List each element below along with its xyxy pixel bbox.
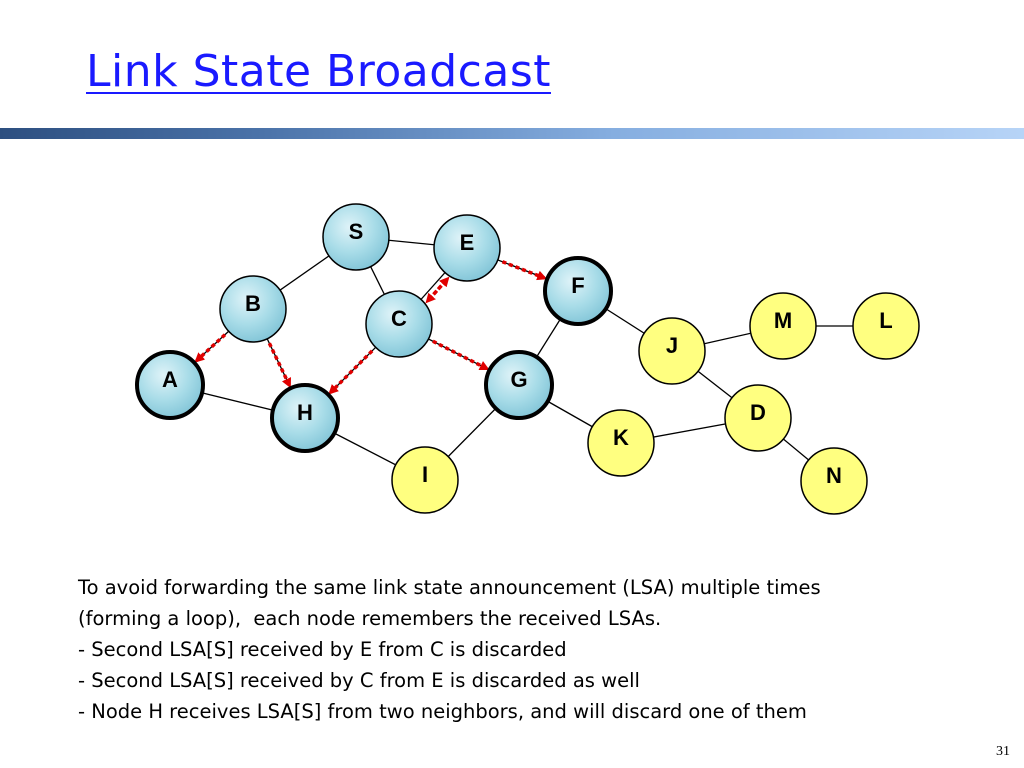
- lsa-arrow-C-to-G: [432, 339, 490, 371]
- node-H: H: [270, 383, 340, 453]
- node-J-label: J: [666, 333, 678, 358]
- node-K-circle: [587, 409, 655, 477]
- explanation-line-2: (forming a loop), each node remembers th…: [78, 607, 662, 630]
- node-D-circle: [724, 384, 792, 452]
- title-divider-bar: [0, 128, 1024, 139]
- explanation-text: To avoid forwarding the same link state …: [78, 572, 1008, 727]
- node-S-label: S: [349, 219, 364, 244]
- node-B-label: B: [245, 291, 261, 316]
- lsa-arrow-B-to-H: [267, 342, 292, 389]
- node-L-label: L: [879, 308, 892, 333]
- node-I-circle: [391, 446, 459, 514]
- nodes-layer: S E F B C A H G I K J M L D N: [135, 203, 920, 515]
- lsa-arrows-layer: [194, 260, 548, 395]
- node-B-circle: [219, 275, 287, 343]
- node-F-label: F: [571, 273, 584, 298]
- node-G-label: G: [510, 367, 527, 392]
- node-J: J: [638, 317, 706, 385]
- node-D-label: D: [750, 400, 766, 425]
- lsa-arrow-C-to-E: [427, 276, 450, 301]
- node-C: C: [365, 290, 433, 358]
- node-B: B: [219, 275, 287, 343]
- node-H-label: H: [297, 400, 313, 425]
- node-C-circle: [365, 290, 433, 358]
- node-A-label: A: [162, 367, 178, 392]
- network-diagram: S E F B C A H G I K J M L D N: [135, 203, 920, 515]
- node-I: I: [391, 446, 459, 514]
- node-J-circle: [638, 317, 706, 385]
- lsa-arrow-E-to-F: [501, 260, 548, 281]
- node-A-circle: [135, 350, 205, 420]
- node-D: D: [724, 384, 792, 452]
- node-G-circle: [484, 350, 554, 420]
- node-F: F: [543, 256, 613, 326]
- node-M-label: M: [774, 308, 792, 333]
- page-number: 31: [996, 744, 1010, 759]
- node-S: S: [322, 203, 390, 271]
- node-N-label: N: [826, 463, 842, 488]
- node-E-label: E: [460, 230, 475, 255]
- explanation-line-1: To avoid forwarding the same link state …: [78, 576, 821, 599]
- node-I-label: I: [422, 462, 428, 487]
- explanation-line-3: - Second LSA[S] received by E from C is …: [78, 638, 567, 661]
- node-S-circle: [322, 203, 390, 271]
- slide-title: Link State Broadcast: [86, 46, 551, 97]
- node-A: A: [135, 350, 205, 420]
- node-K: K: [587, 409, 655, 477]
- node-F-circle: [543, 256, 613, 326]
- lsa-arrow-C-to-H: [328, 349, 374, 395]
- node-L: L: [852, 292, 920, 360]
- node-N-circle: [800, 447, 868, 515]
- node-N: N: [800, 447, 868, 515]
- node-L-circle: [852, 292, 920, 360]
- node-C-label: C: [391, 306, 407, 331]
- node-E: E: [433, 214, 501, 282]
- node-E-circle: [433, 214, 501, 282]
- node-G: G: [484, 350, 554, 420]
- explanation-line-5: - Node H receives LSA[S] from two neighb…: [78, 700, 807, 723]
- explanation-line-4: - Second LSA[S] received by C from E is …: [78, 669, 640, 692]
- node-K-label: K: [613, 425, 629, 450]
- node-M-circle: [749, 292, 817, 360]
- node-M: M: [749, 292, 817, 360]
- node-H-circle: [270, 383, 340, 453]
